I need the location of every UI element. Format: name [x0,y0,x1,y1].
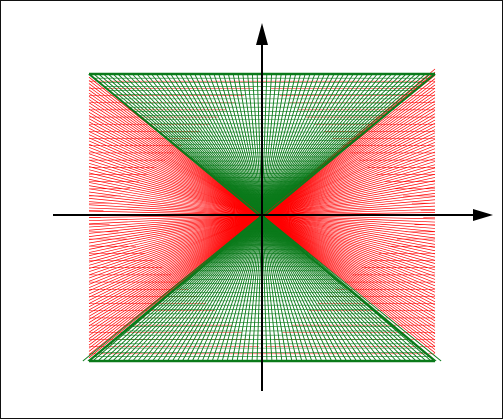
y-axis-arrowhead [256,23,268,45]
x-axis-arrowhead [473,209,493,221]
coordinate-axes [53,23,493,391]
